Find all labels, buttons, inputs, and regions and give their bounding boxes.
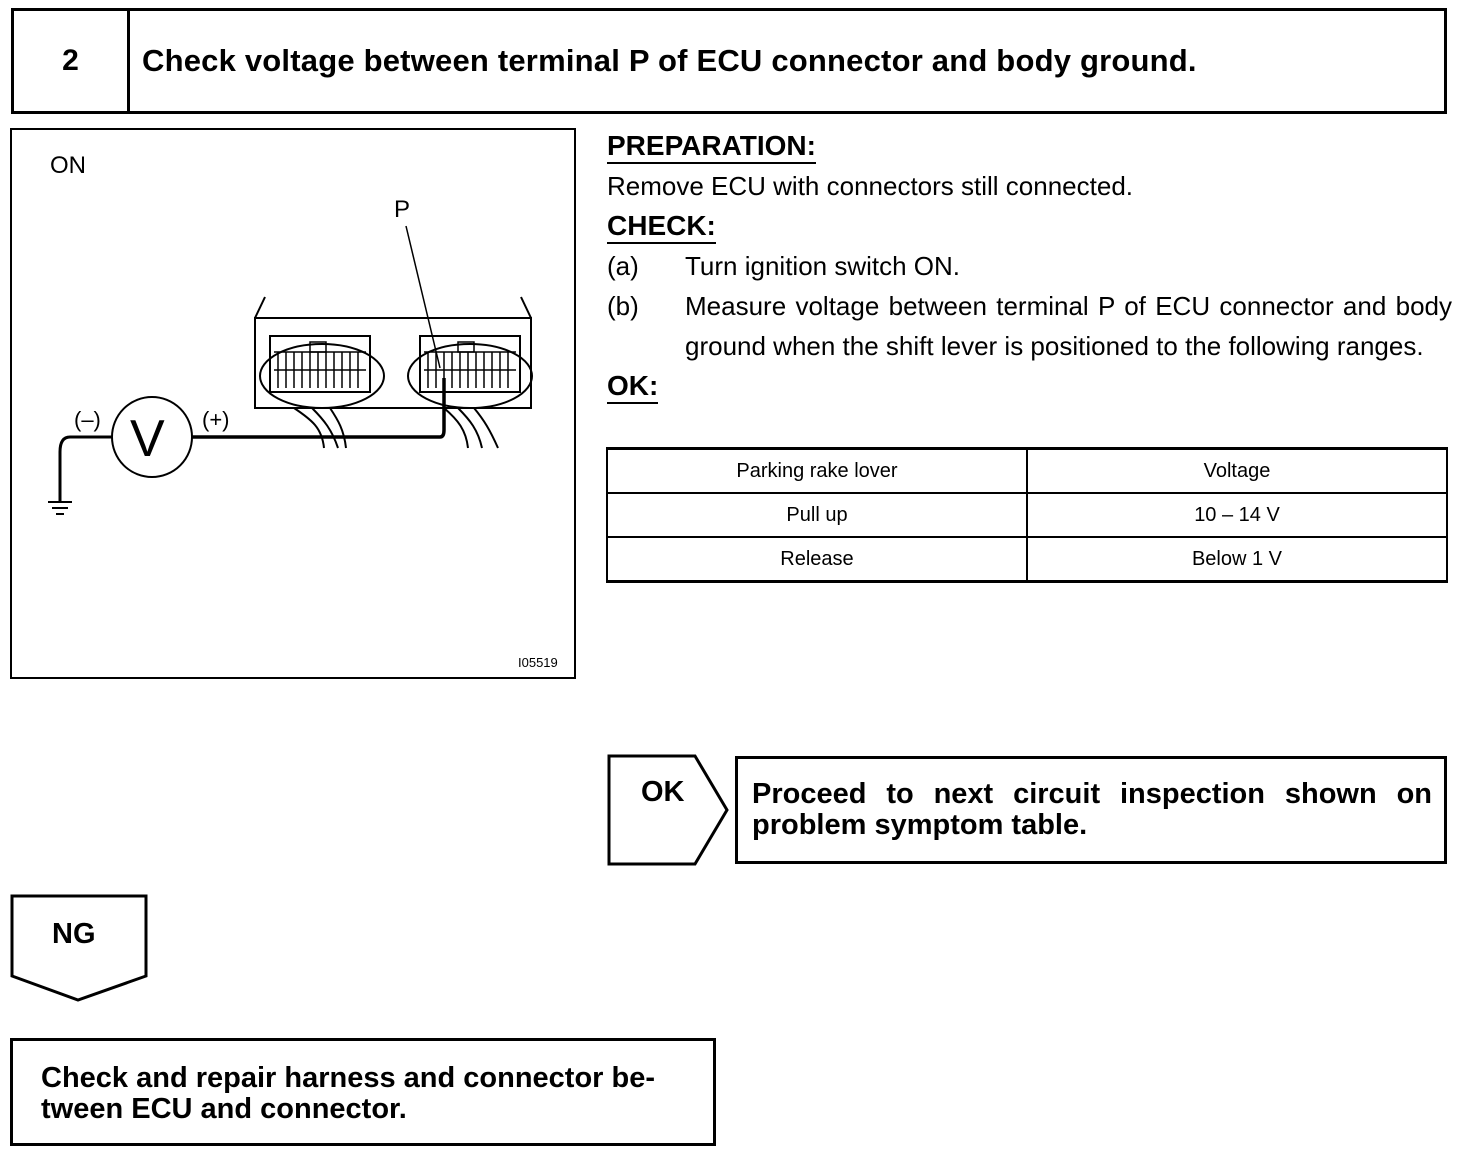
check-step: (b) Measure voltage between terminal P o…: [607, 286, 1452, 366]
instructions: PREPARATION: Remove ECU with connectors …: [607, 126, 1452, 406]
table-cell: Pull up: [606, 492, 1028, 538]
wiring-figure: V ON P (–) (+) I05519: [10, 128, 576, 679]
check-heading: CHECK:: [607, 210, 716, 244]
right-connector-outline: [407, 343, 533, 409]
ng-action-box: Check and repair harness and connector b…: [10, 1038, 716, 1146]
check-step: (a) Turn ignition switch ON.: [607, 246, 1452, 286]
check-step-label: (b): [607, 291, 639, 321]
column-header: Voltage: [1026, 447, 1448, 494]
check-step-text: Measure voltage between terminal P of EC…: [685, 291, 1452, 361]
terminal-p-label: P: [394, 196, 411, 223]
positive-probe-label: (+): [202, 407, 230, 432]
right-connector: [419, 335, 521, 393]
check-step-label: (a): [607, 251, 639, 281]
step-number: 2: [14, 11, 130, 111]
ok-spec-table: Parking rake lover Voltage Pull up 10 – …: [606, 447, 1448, 583]
ok-arrow-shape: [607, 754, 729, 866]
preparation-heading: PREPARATION:: [607, 130, 816, 164]
table-header-row: Parking rake lover Voltage: [606, 447, 1448, 494]
table-cell: Release: [606, 536, 1028, 583]
table-row: Release Below 1 V: [606, 536, 1448, 583]
voltmeter-symbol: V: [130, 410, 165, 468]
ok-action-box: Proceed to next circuit inspection shown…: [735, 756, 1447, 864]
ecu-body: [254, 317, 532, 409]
preparation-text: Remove ECU with connectors still connect…: [607, 171, 1134, 201]
table-row: Pull up 10 – 14 V: [606, 492, 1448, 538]
left-connector-outline: [259, 343, 385, 409]
ok-label: OK: [641, 776, 685, 808]
ng-label: NG: [52, 918, 96, 950]
column-header: Parking rake lover: [606, 447, 1028, 494]
ng-arrow-shape: [10, 894, 148, 1002]
table-cell: Below 1 V: [1026, 536, 1448, 583]
table-cell: 10 – 14 V: [1026, 492, 1448, 538]
figure-code: I05519: [518, 655, 558, 670]
left-connector: [269, 335, 371, 393]
check-step-text: Turn ignition switch ON.: [685, 251, 961, 281]
step-title: Check voltage between terminal P of ECU …: [142, 43, 1197, 78]
ignition-on-label: ON: [50, 152, 86, 179]
ok-action-text: Proceed to next circuit inspection shown…: [752, 778, 1432, 841]
ng-action-text: Check and repair harness and connector b…: [41, 1062, 656, 1125]
ok-spec-heading: OK:: [607, 370, 659, 404]
ecu-connector-diagram: V: [48, 225, 533, 515]
step-header: 2 Check voltage between terminal P of EC…: [11, 8, 1447, 114]
negative-probe-label: (–): [74, 407, 101, 432]
